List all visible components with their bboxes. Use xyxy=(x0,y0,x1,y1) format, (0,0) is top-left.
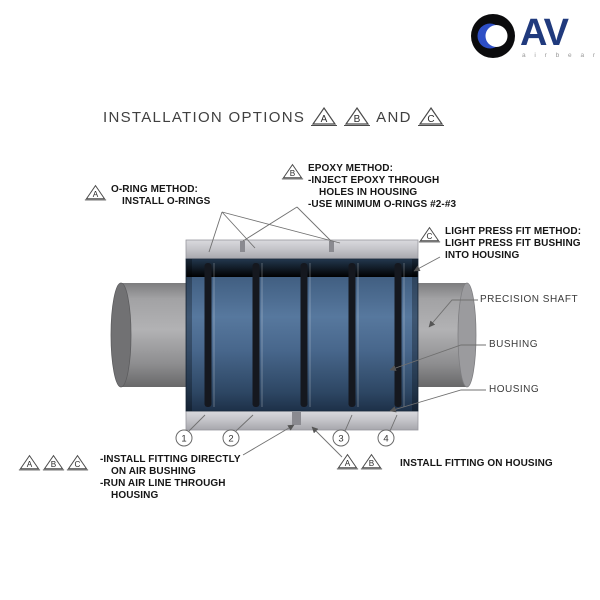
svg-text:A: A xyxy=(345,459,351,468)
label-housing: HOUSING xyxy=(489,384,540,395)
title-and: AND xyxy=(376,108,412,126)
svg-text:B: B xyxy=(354,114,361,125)
leader-line xyxy=(296,206,332,242)
callout-oring-method: A O-RING METHOD: INSTALL O-RINGS xyxy=(84,184,210,208)
leader-line xyxy=(221,211,256,249)
callout-b-line1: EPOXY METHOD: xyxy=(308,163,394,174)
leader-line xyxy=(311,426,343,458)
epoxy-hole-right xyxy=(329,241,334,252)
svg-text:A: A xyxy=(93,190,99,199)
logo-mark-icon xyxy=(471,14,515,58)
logo-subtitle: a i r b e a r i n g xyxy=(522,52,600,59)
oring-band-2 xyxy=(252,263,263,407)
svg-text:B: B xyxy=(369,459,375,468)
epoxy-hole-left xyxy=(240,241,245,252)
callout-c-line2: LIGHT PRESS FIT BUSHING xyxy=(445,238,581,249)
leader-line xyxy=(188,414,206,432)
callout-press-fit-method: C LIGHT PRESS FIT METHOD: LIGHT PRESS FI… xyxy=(418,226,581,262)
callout-a-line2: INSTALL O-RINGS xyxy=(122,196,211,207)
leader-line xyxy=(242,424,295,456)
callout-a-triangle: A xyxy=(84,184,107,202)
svg-text:1: 1 xyxy=(181,434,186,445)
svg-text:B: B xyxy=(51,460,57,469)
bottom-left-line2: ON AIR BUSHING xyxy=(111,466,196,477)
svg-text:4: 4 xyxy=(383,434,388,445)
leader-line xyxy=(389,389,486,413)
callout-c-triangle: C xyxy=(418,226,441,244)
callout-c-line1: LIGHT PRESS FIT METHOD: xyxy=(445,226,582,237)
brand-logo: AV a i r b e a r i n g xyxy=(470,11,600,59)
callout-a-line1: O-RING METHOD: xyxy=(111,184,198,195)
oring-number-2: 2 xyxy=(222,429,240,447)
label-precision-shaft: PRECISION SHAFT xyxy=(480,294,579,305)
leader-lines xyxy=(188,206,486,458)
leader-line xyxy=(242,206,298,242)
bottom-left-line1: -INSTALL FITTING DIRECTLY xyxy=(100,454,241,465)
bottom-left-triangle-c: C xyxy=(66,454,89,472)
title-triangle-a: A xyxy=(310,106,338,128)
oring-band-1 xyxy=(204,263,215,407)
svg-text:B: B xyxy=(290,169,296,178)
bottom-left-triangle-b: B xyxy=(42,454,65,472)
page-title: INSTALLATION OPTIONS A B AND C xyxy=(103,106,445,128)
title-text: INSTALLATION OPTIONS xyxy=(103,108,306,126)
svg-text:A: A xyxy=(321,114,328,125)
bottom-left-triangle-a: A xyxy=(18,454,41,472)
callout-b-line3: HOLES IN HOUSING xyxy=(319,187,418,198)
callout-b-triangle: B xyxy=(281,163,304,181)
svg-text:C: C xyxy=(427,232,433,241)
bottom-left-note: -INSTALL FITTING DIRECTLY ON AIR BUSHING… xyxy=(100,454,241,502)
bottom-left-line4: HOUSING xyxy=(111,490,159,501)
svg-text:3: 3 xyxy=(338,434,343,445)
svg-text:C: C xyxy=(427,114,434,125)
title-triangle-b: B xyxy=(343,106,371,128)
leader-line xyxy=(235,414,254,432)
bottom-right-triangles: A B xyxy=(336,453,383,471)
leader-line xyxy=(428,299,478,328)
logo-text: AV xyxy=(520,12,569,54)
oring-number-4: 4 xyxy=(377,429,395,447)
oring-number-1: 1 xyxy=(175,429,193,447)
oring-callout-numbers: 1 2 3 4 xyxy=(175,429,395,447)
leader-line xyxy=(389,344,486,372)
housing-top xyxy=(185,239,419,260)
oring-band-3 xyxy=(348,263,359,407)
callout-c-line3: INTO HOUSING xyxy=(445,250,520,261)
oring-band-4 xyxy=(394,263,405,407)
bottom-left-line3: -RUN AIR LINE THROUGH xyxy=(100,478,226,489)
bottom-left-triangles: A B C xyxy=(18,454,89,472)
svg-text:C: C xyxy=(75,460,81,469)
svg-text:A: A xyxy=(27,460,33,469)
bottom-right-triangle-b: B xyxy=(360,453,383,471)
fitting-hole-bottom xyxy=(292,412,301,425)
title-triangle-c: C xyxy=(417,106,445,128)
oring-number-3: 3 xyxy=(332,429,350,447)
housing-bottom xyxy=(185,410,419,431)
leader-line xyxy=(344,414,353,432)
callout-epoxy-method: B EPOXY METHOD: -INJECT EPOXY THROUGH HO… xyxy=(281,163,456,211)
callout-b-line4: -USE MINIMUM O-RINGS #2-#3 xyxy=(308,199,457,210)
bottom-right-note: INSTALL FITTING ON HOUSING xyxy=(400,458,553,469)
leader-line xyxy=(413,256,441,272)
leader-line xyxy=(208,211,223,253)
leader-line xyxy=(221,211,341,244)
svg-text:2: 2 xyxy=(228,434,233,445)
center-groove xyxy=(300,263,311,407)
bottom-right-triangle-a: A xyxy=(336,453,359,471)
label-bushing: BUSHING xyxy=(489,339,539,350)
callout-b-line2: -INJECT EPOXY THROUGH xyxy=(308,175,440,186)
leader-line xyxy=(389,414,398,432)
